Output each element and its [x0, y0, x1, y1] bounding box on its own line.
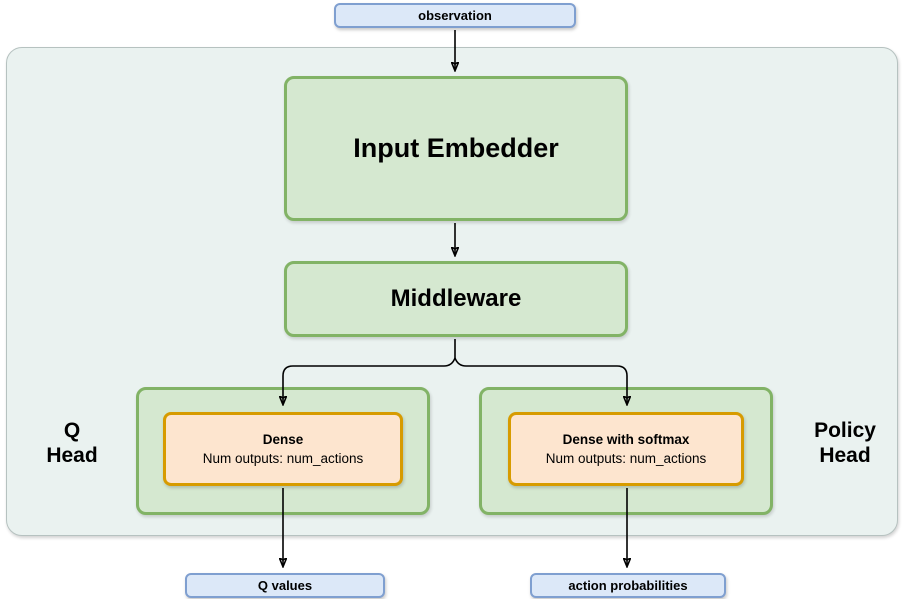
dense-title: Dense: [262, 432, 304, 447]
dense-with-softmax-subtitle: Num outputs: num_actions: [545, 451, 707, 466]
input-embedder-label: Input Embedder: [353, 133, 559, 163]
dense-with-softmax-node[interactable]: Dense with softmax Num outputs: num_acti…: [508, 412, 744, 486]
policy-head-label-line2: Head: [819, 444, 871, 467]
dense-with-softmax-title: Dense with softmax: [562, 432, 690, 447]
q-values-node[interactable]: Q values: [185, 573, 385, 598]
dense-node[interactable]: Dense Num outputs: num_actions: [163, 412, 403, 486]
action-probabilities-label: action probabilities: [568, 578, 688, 593]
input-embedder-node[interactable]: Input Embedder: [284, 76, 628, 221]
q-head-label: Q Head: [26, 418, 118, 468]
middleware-label: Middleware: [390, 285, 522, 312]
action-probabilities-node[interactable]: action probabilities: [530, 573, 726, 598]
q-head-label-line1: Q: [63, 419, 81, 442]
q-values-label: Q values: [257, 578, 313, 593]
dense-subtitle: Num outputs: num_actions: [202, 451, 364, 466]
observation-node[interactable]: observation: [334, 3, 576, 28]
observation-label: observation: [418, 8, 492, 23]
q-head-label-line2: Head: [46, 444, 98, 467]
policy-head-label-line1: Policy: [814, 419, 876, 442]
policy-head-label: Policy Head: [790, 418, 900, 468]
middleware-node[interactable]: Middleware: [284, 261, 628, 337]
